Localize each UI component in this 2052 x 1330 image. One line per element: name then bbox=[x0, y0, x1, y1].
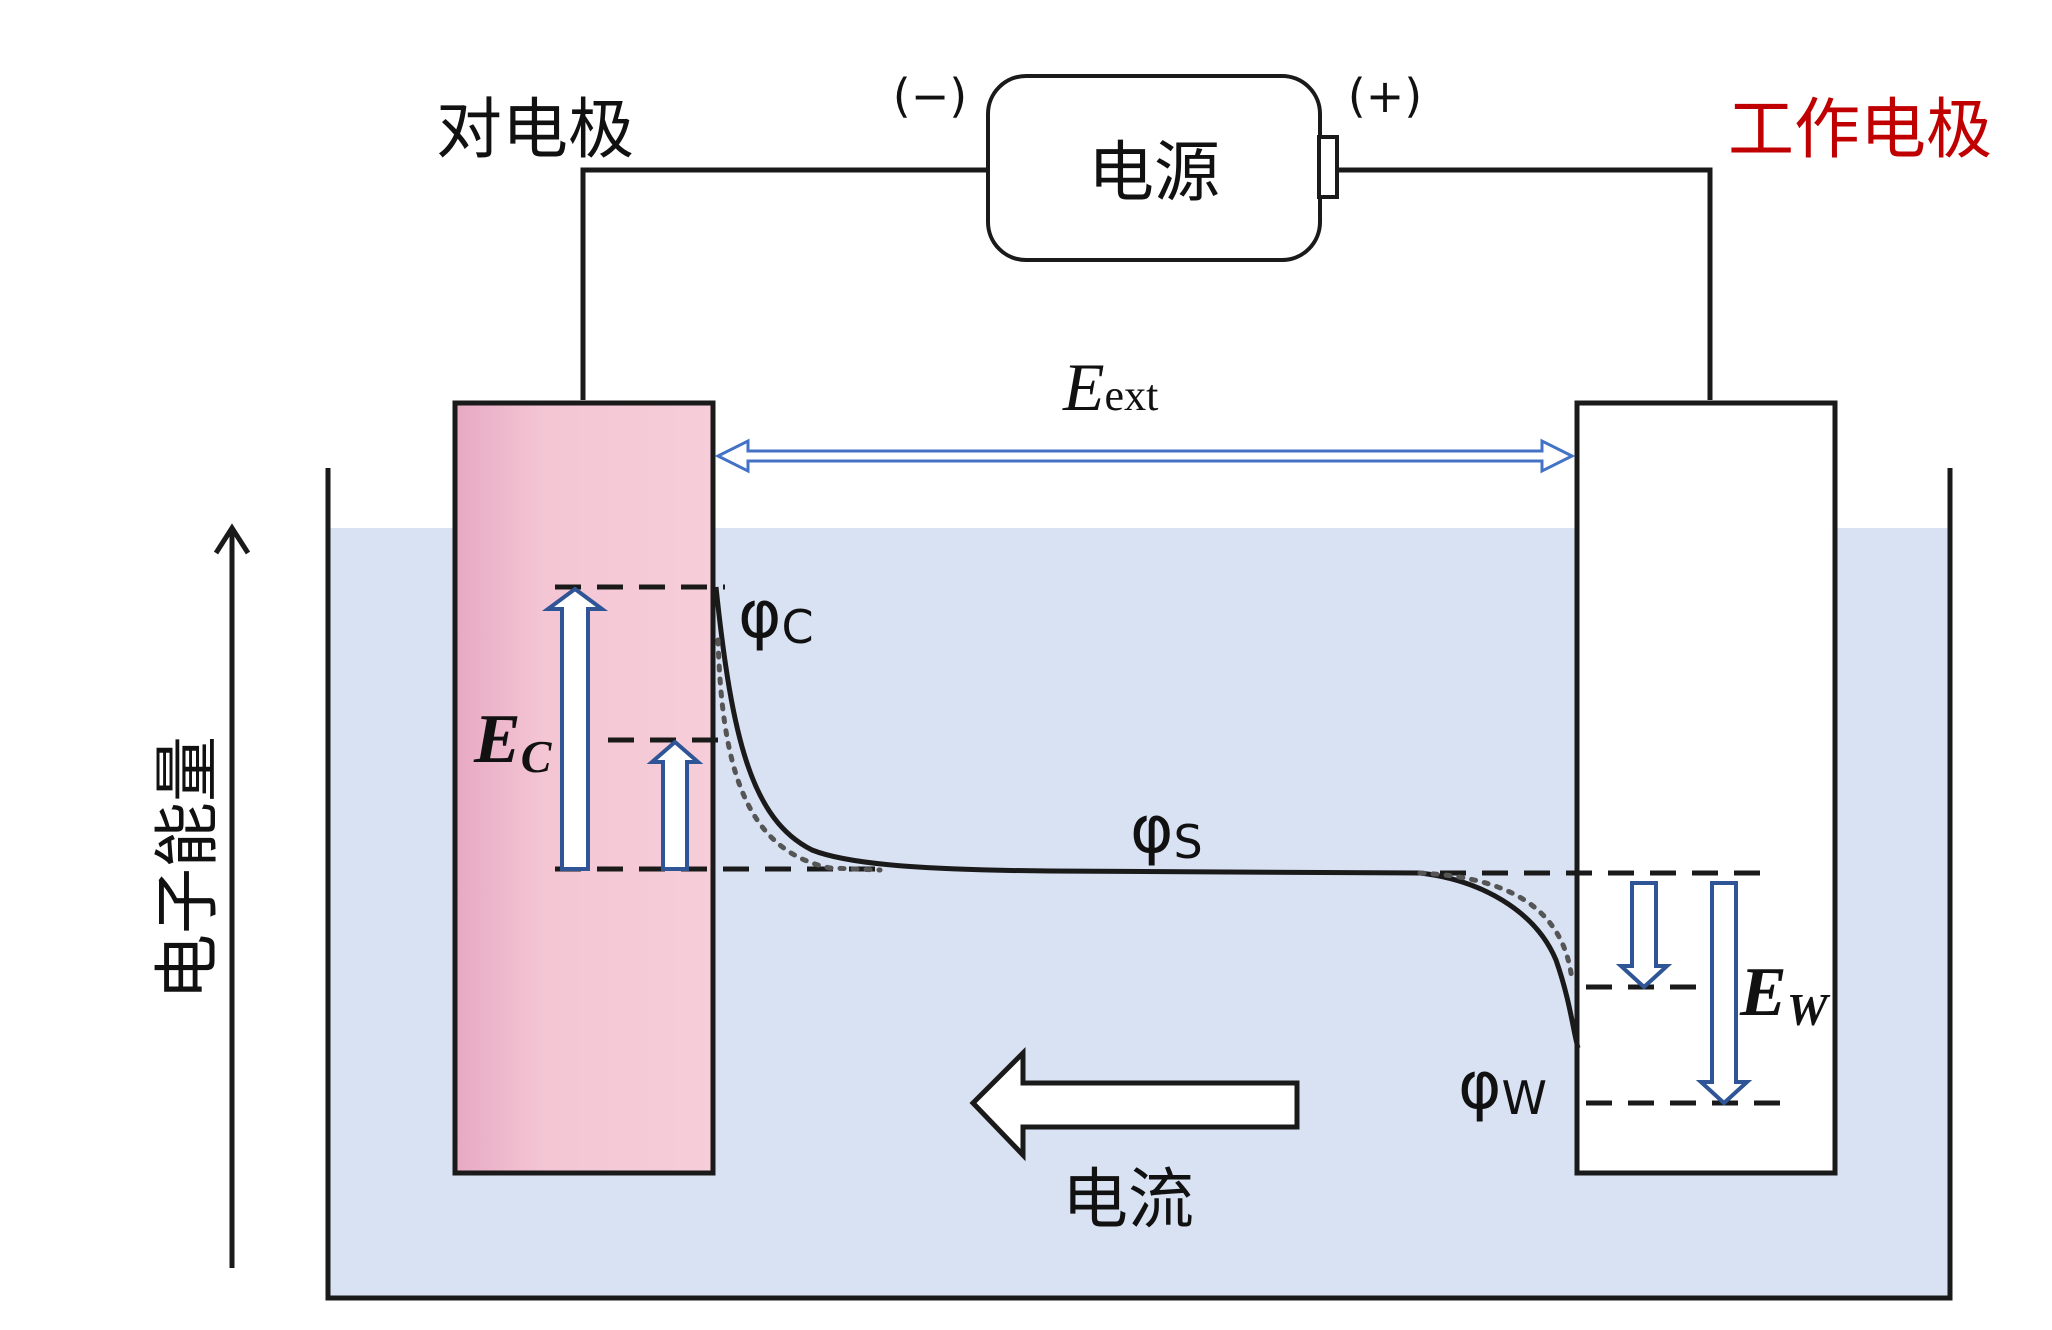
external-field-arrow bbox=[714, 438, 1576, 474]
wire-right bbox=[1337, 167, 1713, 400]
working-electrode bbox=[1574, 400, 1838, 1176]
y-axis-label: 电子能量 bbox=[149, 736, 226, 1000]
ew-arrow-small bbox=[1615, 881, 1673, 990]
ec-label: EC bbox=[473, 701, 553, 782]
beaker bbox=[325, 468, 1953, 1301]
power-source-label: 电源 bbox=[1088, 134, 1220, 211]
counter-energy-levels bbox=[555, 584, 875, 872]
ew-arrow-large bbox=[1695, 881, 1753, 1106]
potential-profile-dotted bbox=[715, 637, 1575, 983]
potential-profile bbox=[713, 586, 1581, 1049]
external-field-label: Eext bbox=[1062, 349, 1158, 425]
current-label: 电流 bbox=[1062, 1161, 1194, 1238]
phi-w-label: φW bbox=[1458, 1047, 1547, 1125]
current-arrow bbox=[969, 1046, 1300, 1162]
working-electrode-label: 工作电极 bbox=[1728, 91, 1992, 168]
positive-terminal-label: (+) bbox=[1348, 69, 1422, 123]
energy-axis-arrow bbox=[213, 523, 251, 1268]
ew-label: EW bbox=[1739, 954, 1831, 1035]
wire-left bbox=[580, 167, 990, 400]
ec-arrow-large bbox=[541, 586, 609, 871]
ec-arrow-small bbox=[646, 739, 704, 871]
negative-terminal-label: (−) bbox=[893, 69, 967, 123]
phi-c-label: φC bbox=[738, 576, 814, 654]
phi-s-label: φS bbox=[1130, 791, 1203, 869]
battery-terminal bbox=[1317, 135, 1339, 199]
power-source: 电源 bbox=[986, 74, 1339, 262]
counter-electrode-label: 对电极 bbox=[436, 91, 634, 168]
